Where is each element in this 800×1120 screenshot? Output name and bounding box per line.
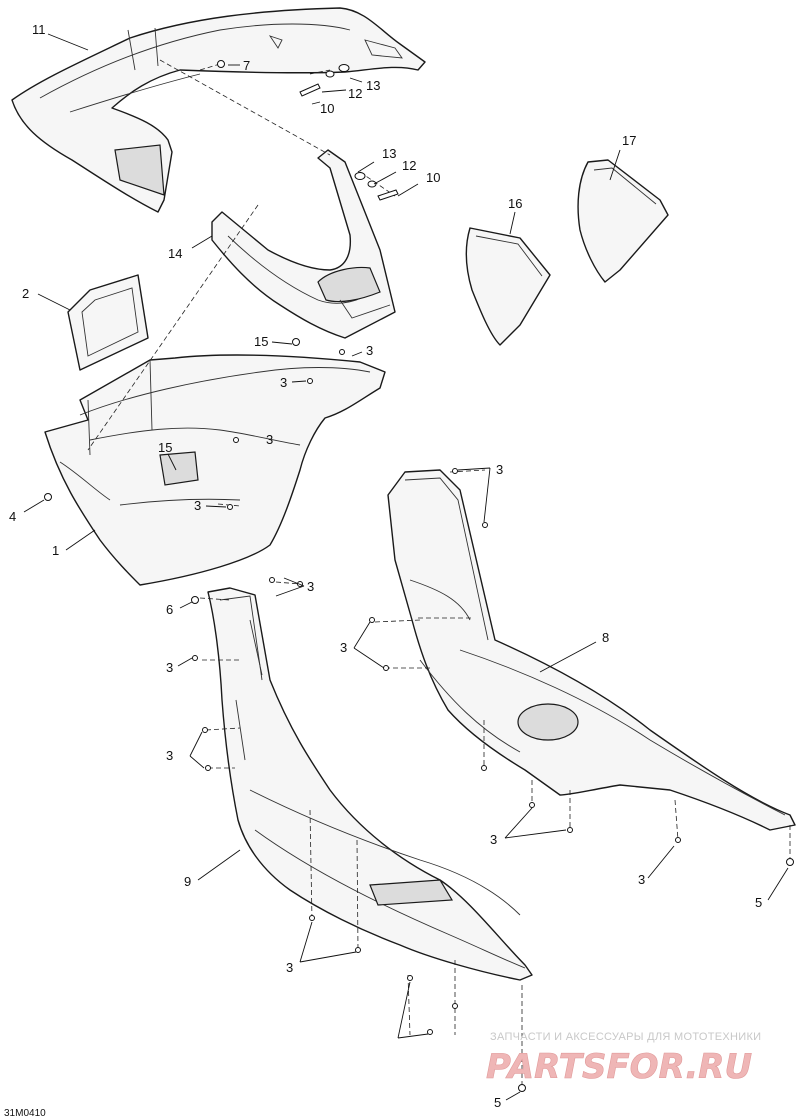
- part-9-side-panel: [207, 587, 533, 981]
- washer-icon: [354, 172, 366, 180]
- screw-icon: [309, 915, 315, 921]
- screw-icon: [482, 522, 488, 528]
- leader-lines: [23, 33, 789, 1101]
- callout-8: 8: [602, 630, 609, 645]
- washer-icon: [367, 180, 377, 188]
- screw-icon: [786, 858, 794, 866]
- screw-icon: [233, 437, 239, 443]
- callout-14: 14: [168, 246, 182, 261]
- screw-icon: [567, 827, 573, 833]
- callout-5: 5: [755, 895, 762, 910]
- callout-11: 11: [32, 22, 46, 37]
- callout-12: 12: [402, 158, 416, 173]
- callout-3: 3: [286, 960, 293, 975]
- bolt-icon: [377, 189, 399, 201]
- callout-5: 5: [494, 1095, 501, 1110]
- callout-3: 3: [166, 660, 173, 675]
- callout-3: 3: [266, 432, 273, 447]
- screw-icon: [383, 665, 389, 671]
- callout-3: 3: [194, 498, 201, 513]
- screw-icon: [292, 338, 300, 346]
- callout-15: 15: [158, 440, 172, 455]
- callout-9: 9: [184, 874, 191, 889]
- callout-2: 2: [22, 286, 29, 301]
- part-17-panel: [577, 159, 669, 283]
- part-8-side-panel: [387, 469, 796, 831]
- callout-10: 10: [426, 170, 440, 185]
- callout-7: 7: [243, 58, 250, 73]
- callout-12: 12: [348, 86, 362, 101]
- part-16-panel: [465, 227, 551, 346]
- hardware-fasteners: [44, 60, 794, 1092]
- screw-icon: [427, 1029, 433, 1035]
- part-1-main-body: [44, 354, 386, 586]
- callout-3: 3: [496, 462, 503, 477]
- screw-icon: [227, 504, 233, 510]
- bolt-icon: [299, 83, 321, 97]
- screw-icon: [675, 837, 681, 843]
- watermark-tagline: ЗАПЧАСТИ И АКСЕССУАРЫ ДЛЯ МОТОТЕХНИКИ: [490, 1031, 761, 1043]
- watermark: ЗАПЧАСТИ И АКСЕССУАРЫ ДЛЯ МОТОТЕХНИКИ PA…: [486, 1031, 761, 1087]
- part-2-frame: [67, 274, 149, 371]
- screw-icon: [518, 1084, 526, 1092]
- callout-4: 4: [9, 509, 16, 524]
- screw-icon: [269, 577, 275, 583]
- watermark-logo: PARTSFOR.RU: [486, 1047, 752, 1087]
- washer-icon: [325, 70, 335, 78]
- callout-1: 1: [52, 543, 59, 558]
- callout-10: 10: [320, 101, 334, 116]
- part-11-upper-cover: [11, 7, 426, 213]
- callout-3: 3: [166, 748, 173, 763]
- callout-3: 3: [366, 343, 373, 358]
- screw-icon: [452, 1003, 458, 1009]
- callout-6: 6: [166, 602, 173, 617]
- callout-3: 3: [490, 832, 497, 847]
- screw-icon: [44, 493, 52, 501]
- screw-icon: [205, 765, 211, 771]
- callout-3: 3: [307, 579, 314, 594]
- screw-icon: [192, 655, 198, 661]
- screw-icon: [369, 617, 375, 623]
- screw-icon: [529, 802, 535, 808]
- callout-17: 17: [622, 133, 636, 148]
- drawing-code: 31M0410: [4, 1108, 46, 1119]
- screw-icon: [407, 975, 413, 981]
- screw-icon: [191, 596, 199, 604]
- callout-labels: 11 7 13 12 10 13 12 10 17 16 14 2 15 3 3…: [9, 22, 762, 1110]
- part-14-bracket: [211, 149, 396, 339]
- callout-3: 3: [340, 640, 347, 655]
- screw-icon: [481, 765, 487, 771]
- callout-13: 13: [366, 78, 380, 93]
- callout-16: 16: [508, 196, 522, 211]
- screw-icon: [355, 947, 361, 953]
- screw-icon: [452, 468, 458, 474]
- callout-13: 13: [382, 146, 396, 161]
- screw-icon: [339, 349, 345, 355]
- callout-15: 15: [254, 334, 268, 349]
- screw-icon: [202, 727, 208, 733]
- callout-3: 3: [638, 872, 645, 887]
- callout-3: 3: [280, 375, 287, 390]
- screw-icon: [307, 378, 313, 384]
- screw-icon: [217, 60, 225, 68]
- washer-icon: [338, 64, 350, 72]
